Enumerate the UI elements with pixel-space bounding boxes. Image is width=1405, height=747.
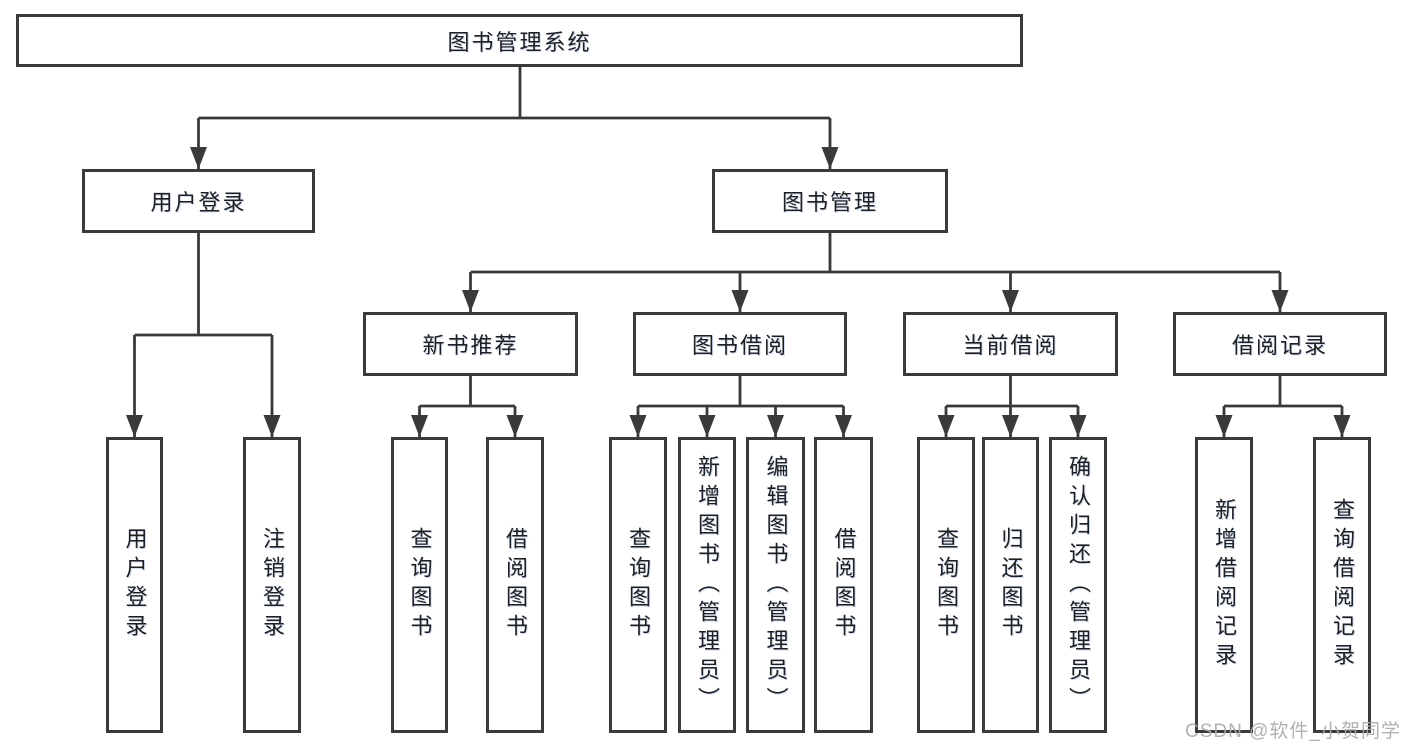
leaf-box-borrow-books: 借阅图书 <box>814 437 873 733</box>
watermark: CSDN @软件_小贺同学 <box>1185 721 1401 742</box>
branch-box-book-management: 图书管理 <box>712 169 948 233</box>
category-box-new-book-recommend: 新书推荐 <box>363 312 578 376</box>
leaf-box-edit-books-admin: 编辑图书（管理员） <box>746 437 805 733</box>
leaf-box-add-books-admin: 新增图书（管理员） <box>678 437 736 733</box>
leaf-box-query-books-recommend: 查询图书 <box>391 437 448 733</box>
category-box-book-borrow: 图书借阅 <box>633 312 847 376</box>
category-box-borrow-records: 借阅记录 <box>1173 312 1387 376</box>
leaf-box-query-borrow-record: 查询借阅记录 <box>1313 437 1371 733</box>
branch-box-user-login: 用户登录 <box>82 169 315 233</box>
leaf-box-add-borrow-record: 新增借阅记录 <box>1195 437 1253 733</box>
root-box-library-system: 图书管理系统 <box>16 14 1023 67</box>
leaf-box-confirm-return-admin: 确认归还（管理员） <box>1049 437 1107 733</box>
leaf-box-logout: 注销登录 <box>243 437 301 733</box>
category-box-current-borrow: 当前借阅 <box>903 312 1118 376</box>
leaf-box-borrow-books-recommend: 借阅图书 <box>486 437 544 733</box>
leaf-box-query-books-current: 查询图书 <box>917 437 975 733</box>
leaf-box-query-books-borrow: 查询图书 <box>609 437 667 733</box>
leaf-box-return-books: 归还图书 <box>982 437 1039 733</box>
leaf-box-user-login: 用户登录 <box>106 437 163 733</box>
